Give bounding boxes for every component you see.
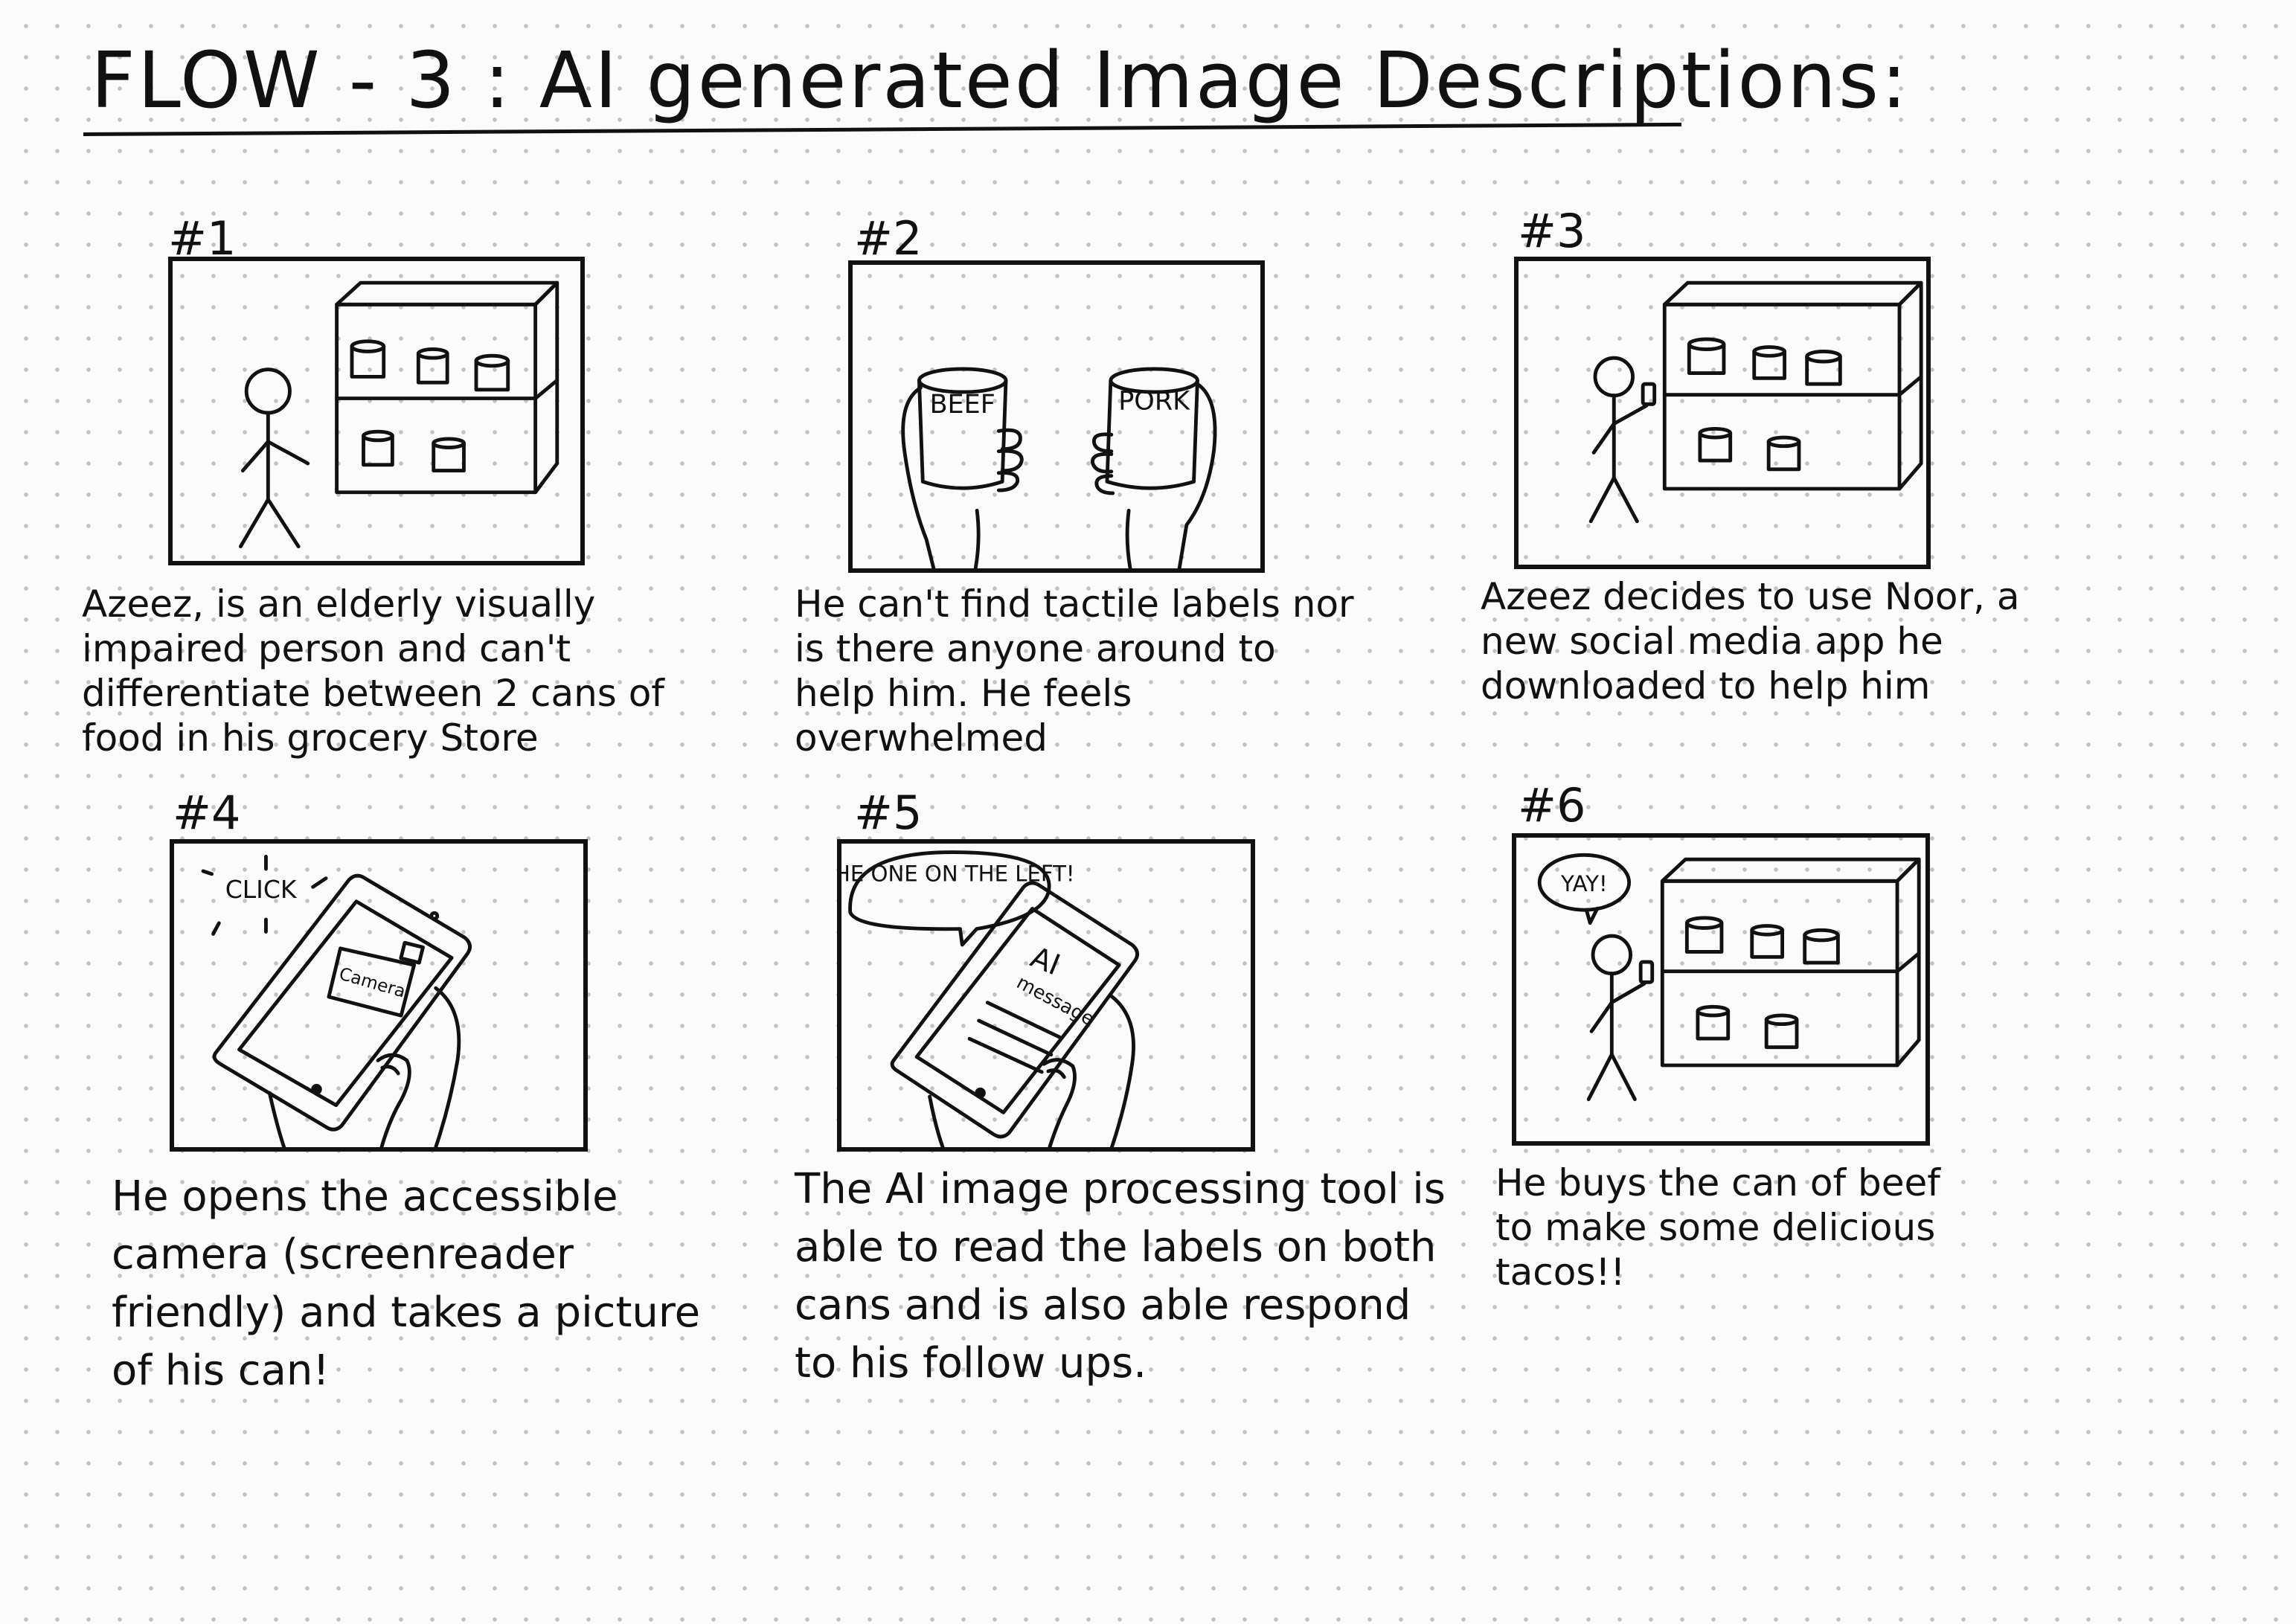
- phone-icon: [1641, 382, 1657, 406]
- panel-3-caption: Azeez decides to use Noor, a new social …: [1481, 575, 2020, 707]
- panel-4-frame: CLICK Camera: [170, 839, 588, 1152]
- panel-5-illustration: THE ONE ON THE LEFT! AI message: [841, 850, 1140, 1147]
- click-text: CLICK: [225, 875, 298, 904]
- panel-6-illustration: YAY!: [1537, 853, 1921, 1102]
- pork-label: PORK: [1118, 386, 1190, 416]
- panel-2-number: #2: [854, 211, 923, 266]
- phone-icon: [1638, 960, 1655, 984]
- camera-label: Camera: [337, 963, 408, 1001]
- person-icon: [239, 368, 310, 549]
- panel-3-frame: [1514, 257, 1931, 569]
- beef-label: BEEF: [930, 390, 995, 420]
- hand-thumb-icon: [267, 986, 461, 1147]
- panel-5-frame: THE ONE ON THE LEFT! AI message: [837, 839, 1255, 1152]
- yay-text: YAY!: [1560, 871, 1608, 896]
- cans-icon: [1687, 337, 1842, 472]
- panel-5-caption: The AI image processing tool is able to …: [795, 1165, 1446, 1387]
- grocery-shelf-icon: [1662, 280, 1923, 491]
- ai-message-screen: AI message: [967, 940, 1098, 1074]
- grocery-shelf-icon: [335, 280, 559, 495]
- page-title: FLOW - 3 : AI generated Image Descriptio…: [91, 35, 1910, 126]
- grocery-shelf-icon: [1660, 857, 1921, 1068]
- panel-1-frame: [168, 257, 585, 565]
- panel-2-caption: He can't find tactile labels nor is ther…: [795, 582, 1354, 760]
- person-with-phone-icon: [1588, 356, 1657, 524]
- panel-1-illustration: [239, 280, 559, 549]
- cans-icon: [1684, 916, 1840, 1050]
- panel-1-number: #1: [168, 211, 237, 266]
- pork-can-icon: PORK: [1105, 367, 1199, 490]
- panel-3-illustration: [1588, 280, 1923, 524]
- click-sound-effect: CLICK: [201, 855, 328, 936]
- panel-6-frame: YAY!: [1512, 833, 1930, 1146]
- panel-4-caption: He opens the accessible camera (screenre…: [112, 1172, 701, 1395]
- panel-6-caption: He buys the can of beef to make some del…: [1495, 1161, 1940, 1294]
- panel-4-number: #4: [173, 786, 241, 840]
- hand-thumb-icon: [928, 993, 1135, 1147]
- cans-icon: [350, 339, 510, 473]
- tablet-icon: [890, 881, 1140, 1139]
- person-with-phone-icon: [1586, 934, 1655, 1102]
- panel-6-number: #6: [1518, 778, 1586, 832]
- right-hand-icon: [1091, 382, 1217, 568]
- panel-1-caption: Azeez, is an elderly visually impaired p…: [82, 582, 664, 760]
- beef-can-icon: BEEF: [917, 367, 1008, 490]
- panel-3-number: #3: [1518, 204, 1586, 258]
- panel-4-illustration: CLICK Camera: [201, 855, 472, 1147]
- yay-speech-bubble-icon: YAY!: [1537, 853, 1632, 925]
- tablet-icon: [212, 873, 472, 1132]
- left-hand-icon: [901, 385, 1024, 568]
- panel-2-frame: BEEF PORK: [848, 260, 1265, 573]
- speech-bubble-icon: THE ONE ON THE LEFT!: [841, 850, 1075, 947]
- panel-2-illustration: BEEF PORK: [901, 367, 1217, 568]
- panel-5-number: #5: [854, 786, 923, 840]
- speech-text: THE ONE ON THE LEFT!: [841, 861, 1075, 887]
- camera-app-icon: Camera: [327, 940, 425, 1018]
